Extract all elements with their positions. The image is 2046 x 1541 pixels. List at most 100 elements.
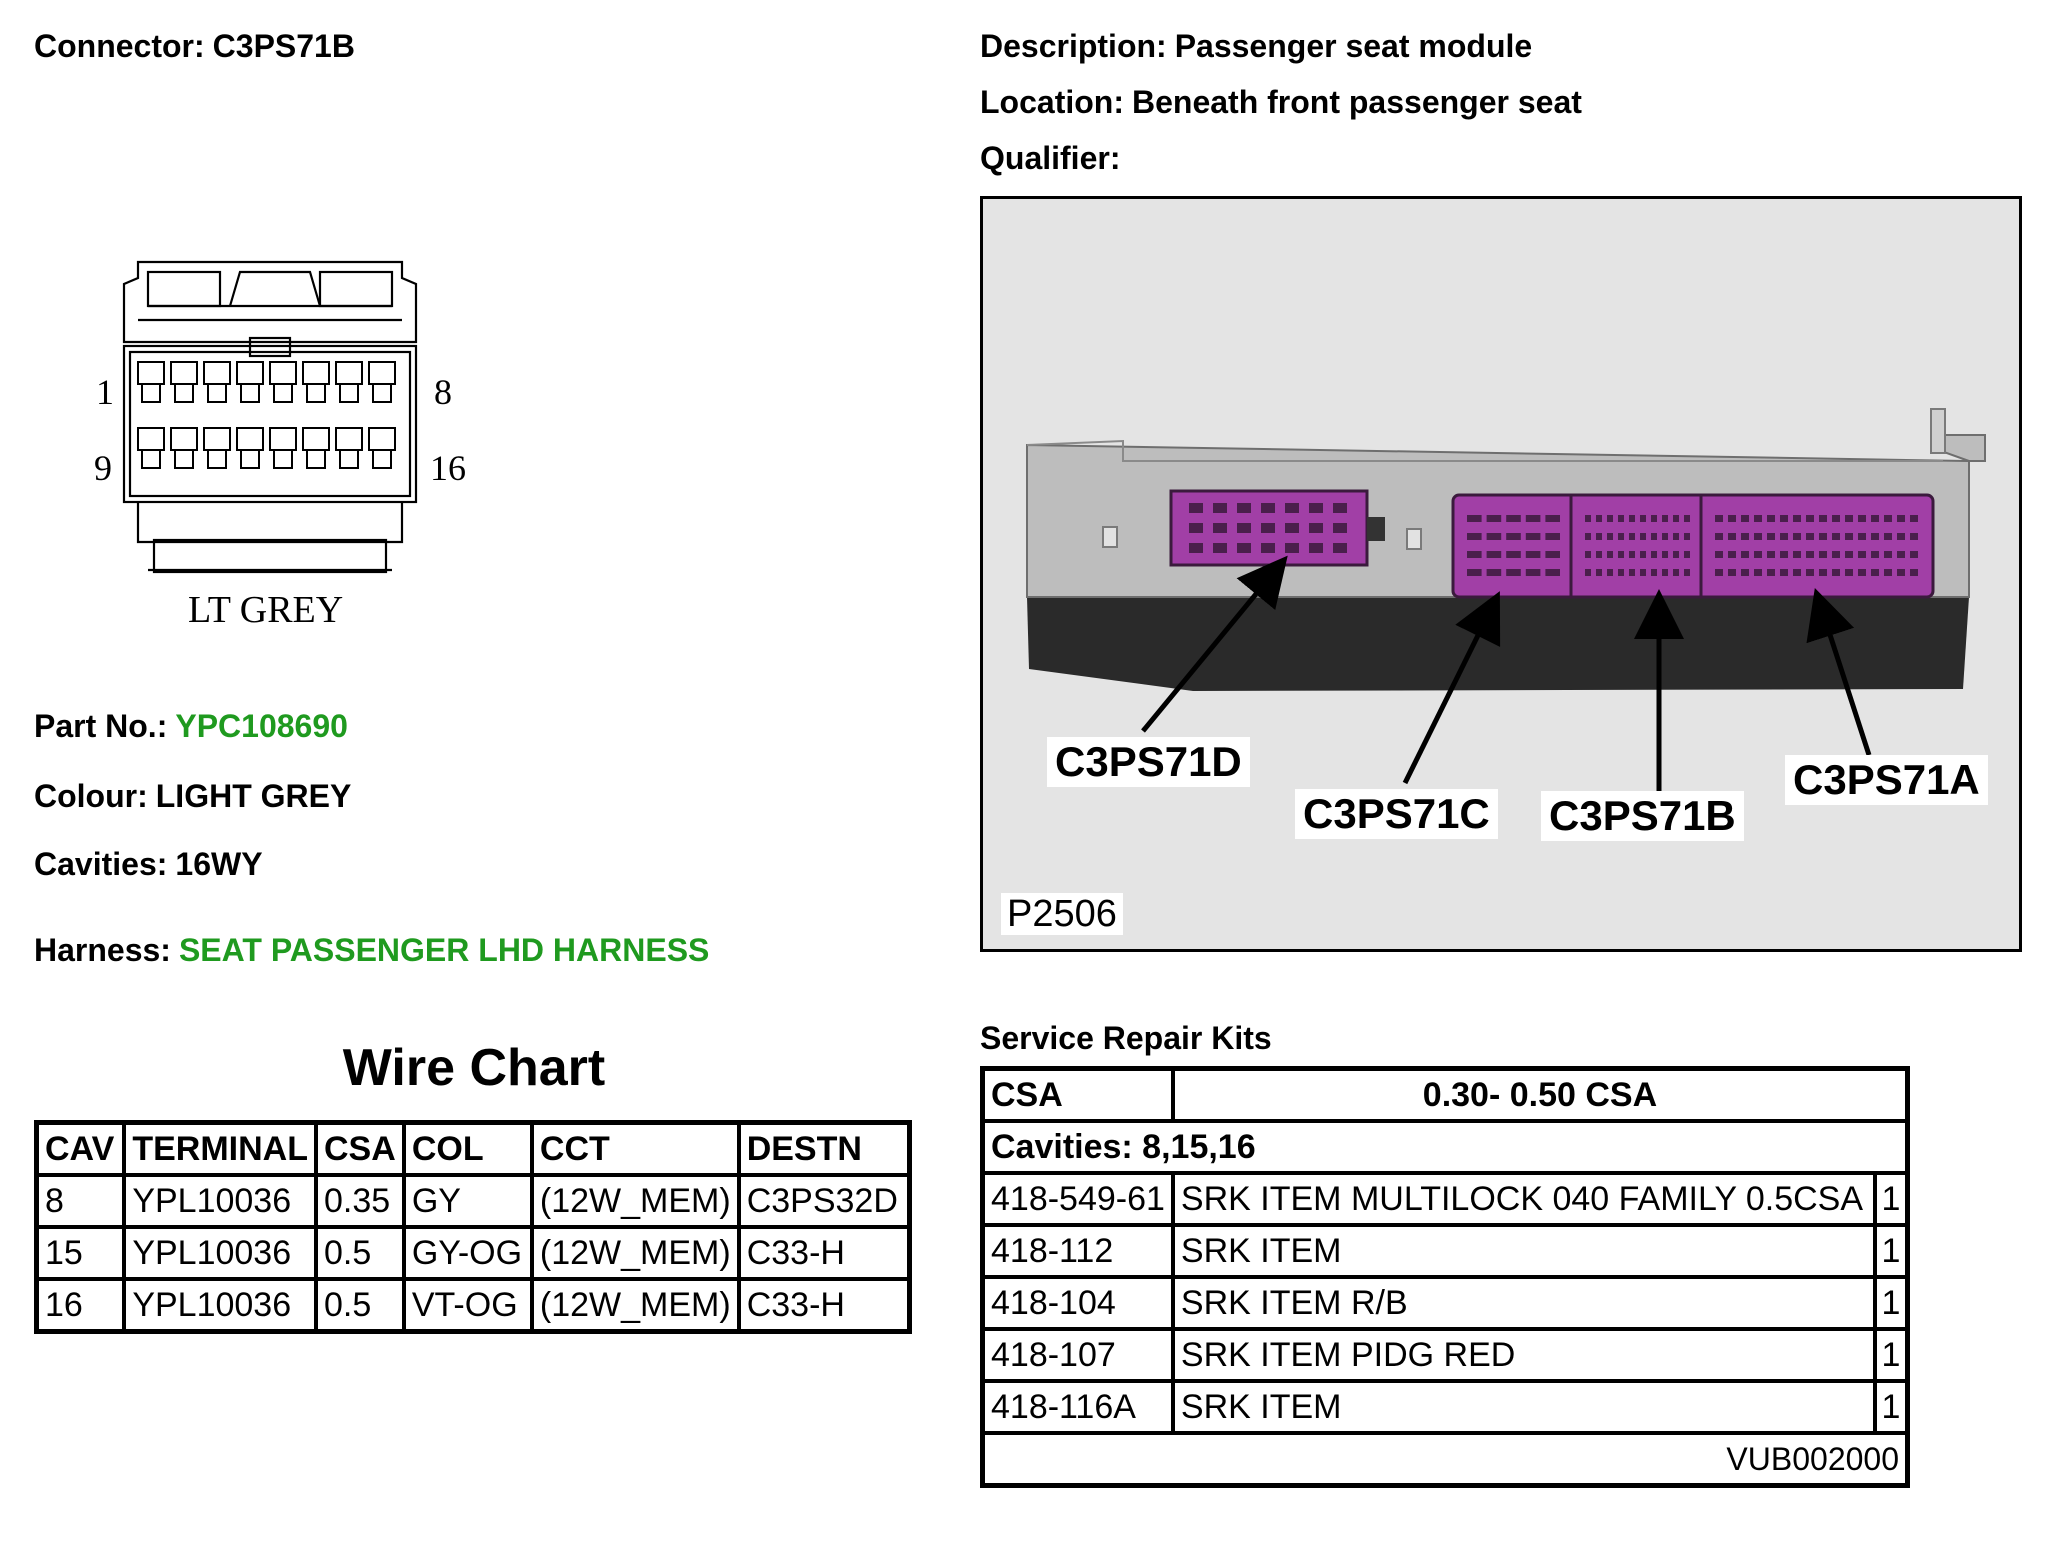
col-header-destn: DESTN [736, 1120, 912, 1177]
cavities-line: Cavities:16WY [34, 844, 263, 884]
connector-pin-hole [1213, 543, 1227, 553]
connector-pin-hole [1715, 569, 1723, 576]
kit-row: 418-107 SRK ITEM PIDG RED 1 [980, 1327, 1910, 1383]
connector-pin-hole [1858, 569, 1866, 576]
part-number-link[interactable]: YPC108690 [175, 708, 348, 744]
connector-cavity [236, 361, 264, 385]
cavity-latch [240, 450, 260, 469]
cavity-latch [207, 450, 227, 469]
connector-heading: Connector:C3PS71B [34, 26, 355, 66]
connector-pin-hole [1662, 533, 1668, 540]
kits-csa-value: 0.30- 0.50 CSA [1170, 1066, 1910, 1123]
connector-pin-hole [1607, 515, 1613, 522]
connector-pin-hole [1237, 503, 1251, 513]
kit-part-number: 418-549-61 [980, 1171, 1175, 1227]
connector-pin-hole [1728, 533, 1736, 540]
connector-pin-hole [1640, 515, 1646, 522]
connector-pin-hole [1486, 569, 1502, 576]
connector-pin-hole [1806, 569, 1814, 576]
connector-pin-hole [1741, 533, 1749, 540]
connector-pin-hole [1819, 569, 1827, 576]
kit-description: SRK ITEM MULTILOCK 040 FAMILY 0.5CSA [1170, 1171, 1878, 1227]
cell-cct: (12W_MEM) [529, 1277, 741, 1334]
connector-pin-hole [1754, 533, 1762, 540]
wire-chart-header-row: CAV TERMINAL CSA COL CCT DESTN [34, 1120, 912, 1177]
connector-pin-hole [1640, 533, 1646, 540]
connector-pin-hole [1780, 515, 1788, 522]
kit-part-number: 418-116A [980, 1379, 1175, 1435]
module-base [1027, 597, 1969, 691]
connector-pin-hole [1767, 533, 1775, 540]
connector-pin-hole [1858, 515, 1866, 522]
connector-pin-hole [1189, 523, 1203, 533]
cell-terminal: YPL10036 [122, 1225, 318, 1281]
cavity-latch [339, 450, 359, 469]
cell-cav: 16 [34, 1277, 127, 1334]
connector-cavity [335, 361, 363, 385]
cavity-latch [372, 450, 392, 469]
connector-pin-hole [1309, 523, 1323, 533]
connector-pin-hole [1525, 515, 1541, 522]
cavity-latch [306, 384, 326, 403]
connector-pin-hole [1897, 533, 1905, 540]
cell-terminal: YPL10036 [122, 1277, 318, 1334]
connector-pin-hole [1261, 503, 1275, 513]
connector-pin-hole [1793, 551, 1801, 558]
connector-pin-hole [1629, 569, 1635, 576]
harness-link[interactable]: SEAT PASSENGER LHD HARNESS [178, 932, 710, 968]
description-value: Passenger seat module [1174, 28, 1533, 64]
kits-cavities-row: Cavities: 8,15,16 [980, 1119, 1910, 1175]
connector-pin-hole [1467, 569, 1482, 576]
connector-pin-hole [1832, 551, 1840, 558]
cavity-latch [141, 384, 161, 403]
connector-cavity [137, 361, 165, 385]
connector-pin-hole [1467, 533, 1482, 540]
connector-pin-hole [1832, 515, 1840, 522]
connector-pin-hole [1806, 551, 1814, 558]
connector-pin-hole [1585, 533, 1591, 540]
module-illustration [1026, 408, 1986, 793]
connector-pin-hole [1651, 569, 1657, 576]
cell-cav: 8 [34, 1173, 127, 1229]
description-line: Description:Passenger seat module [980, 26, 1532, 66]
connector-pin-hole [1845, 569, 1853, 576]
connector-pin-hole [1871, 569, 1879, 576]
cell-col: VT-OG [401, 1277, 534, 1334]
connector-pin-hole [1673, 551, 1679, 558]
connector-pin-hole [1673, 515, 1679, 522]
connector-pin-hole [1506, 515, 1521, 522]
cell-csa: 0.5 [313, 1277, 406, 1334]
connector-pin-hole [1285, 523, 1299, 533]
kits-csa-row: CSA 0.30- 0.50 CSA [980, 1066, 1910, 1123]
connector-pin-hole [1618, 551, 1624, 558]
callout-c3ps71b: C3PS71B [1541, 791, 1744, 841]
cell-destn: C33-H [736, 1225, 912, 1281]
table-row: 15 YPL10036 0.5 GY-OG (12W_MEM) C33-H [34, 1225, 912, 1281]
pin-label-16: 16 [430, 448, 466, 488]
connector-cavity [368, 361, 396, 385]
connector-pin-hole [1596, 551, 1602, 558]
arrow-c3ps71a [1806, 587, 1872, 756]
connector-pin-hole [1506, 569, 1521, 576]
connector-abc-housing [1451, 493, 1935, 599]
kit-quantity: 1 [1873, 1275, 1910, 1331]
connector-pin-hole [1780, 569, 1788, 576]
location-line: Location:Beneath front passenger seat [980, 82, 1582, 122]
connector-pin-hole [1629, 533, 1635, 540]
connector-pin-hole [1213, 503, 1227, 513]
connector-pin-hole [1819, 533, 1827, 540]
connector-pin-hole [1897, 551, 1905, 558]
service-kits-table: CSA 0.30- 0.50 CSA Cavities: 8,15,16 418… [980, 1066, 1910, 1488]
connector-pin-hole [1640, 551, 1646, 558]
connector-pin-hole [1728, 515, 1736, 522]
cell-cct: (12W_MEM) [529, 1173, 741, 1229]
col-header-cav: CAV [34, 1120, 127, 1177]
harness-line: Harness:SEAT PASSENGER LHD HARNESS [34, 930, 709, 970]
cell-csa: 0.5 [313, 1225, 406, 1281]
service-kits-title: Service Repair Kits [980, 1020, 1272, 1056]
cell-destn: C3PS32D [736, 1173, 912, 1229]
qualifier-line: Qualifier: [980, 138, 1128, 178]
connector-pin-hole [1618, 515, 1624, 522]
connector-pin-hole [1467, 515, 1482, 522]
connector-pin-hole [1285, 503, 1299, 513]
